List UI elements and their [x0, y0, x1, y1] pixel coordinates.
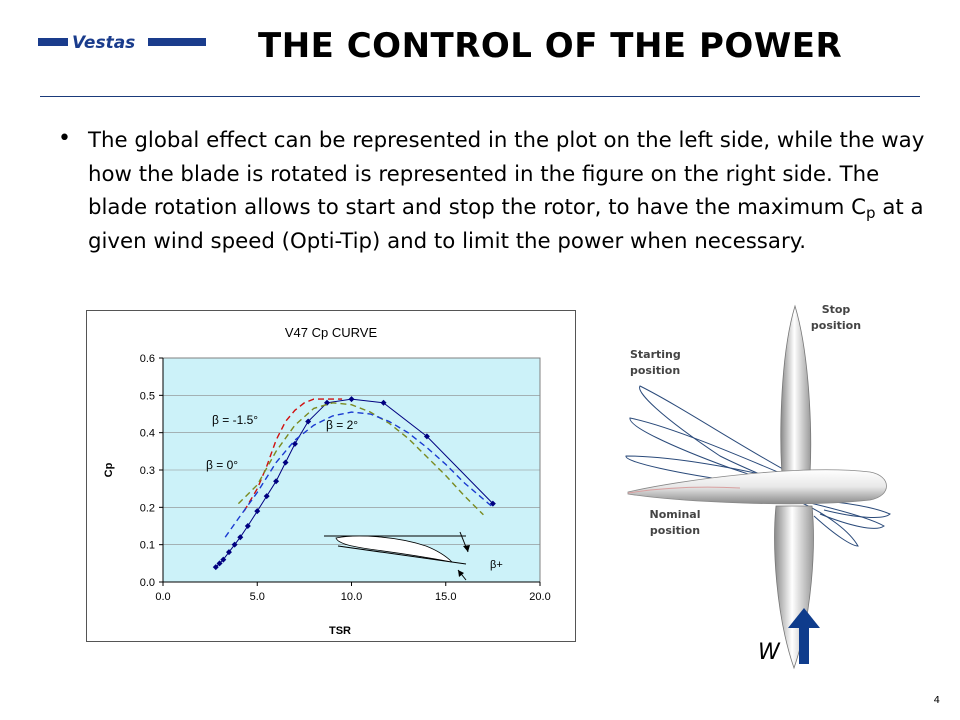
y-tick-label: 0.5	[140, 390, 155, 402]
data-point	[380, 399, 387, 406]
data-point	[231, 541, 238, 548]
annotation-beta-2: β = 2°	[326, 418, 358, 432]
data-point	[263, 493, 270, 500]
bullet-marker: •	[58, 126, 71, 151]
data-point	[273, 478, 280, 485]
series-line-2	[237, 402, 484, 516]
vestas-logo: Vestas	[38, 33, 206, 52]
bullet-paragraph: The global effect can be represented in …	[88, 124, 928, 258]
stop-label-2: position	[811, 319, 861, 332]
blade-rotation-figure: Stop position Starting position Nominal …	[625, 303, 891, 670]
y-tick-label: 0.1	[140, 540, 155, 552]
data-point	[244, 523, 251, 529]
nominal-blade	[627, 469, 887, 505]
pitch-inset: β+	[324, 531, 503, 581]
y-tick-label: 0.0	[140, 577, 155, 589]
bullet-text-before: The global effect can be represented in …	[88, 128, 925, 220]
x-tick-label: 0.0	[155, 591, 170, 603]
x-axis-label: TSR	[329, 625, 351, 637]
vertical-blade-top	[780, 304, 812, 497]
nominal-label-2: position	[650, 524, 700, 537]
annotation-beta-0: β = 0°	[206, 458, 238, 472]
page-number: 4	[933, 695, 940, 706]
logo-wordmark: Vestas	[72, 33, 135, 52]
y-tick-label: 0.2	[140, 502, 155, 514]
starting-label-2: position	[630, 364, 680, 377]
series-line-1	[243, 398, 343, 512]
data-point	[237, 534, 244, 541]
data-point	[254, 508, 261, 515]
data-point	[225, 549, 232, 556]
data-point	[305, 418, 312, 425]
cp-curve-chart: V47 Cp CURVE 0.0 0.1 0.2 0.3 0.4 0.5 0.6 0.0 5.0…	[103, 325, 551, 637]
stop-label-1: Stop	[822, 303, 851, 316]
annotation-beta-minus-1-5: β = -1.5°	[212, 413, 258, 427]
series-line-3	[224, 411, 494, 538]
data-point	[291, 440, 298, 447]
bullet-text-after: at a given wind speed (Opti-Tip) and to …	[88, 195, 924, 254]
y-tick-label: 0.6	[140, 353, 155, 365]
chart-title: V47 Cp CURVE	[285, 325, 378, 340]
inset-airfoil	[335, 535, 454, 563]
bullet-subscript: p	[866, 204, 876, 222]
title-divider	[40, 96, 920, 97]
starting-label-1: Starting	[630, 348, 681, 361]
wind-label: W	[758, 640, 781, 665]
y-tick-label: 0.3	[140, 465, 155, 477]
x-tick-label: 20.0	[529, 591, 550, 603]
data-point	[220, 556, 227, 563]
y-axis-label: Cp	[103, 462, 115, 477]
x-tick-label: 15.0	[435, 591, 456, 603]
page-title: THE CONTROL OF THE POWER	[258, 26, 843, 66]
swept-blade-outlines	[625, 385, 891, 547]
beta-plus-label: β+	[490, 559, 503, 571]
data-point	[423, 433, 430, 440]
x-tick-label: 10.0	[341, 591, 362, 603]
data-point	[212, 564, 219, 571]
nominal-label-1: Nominal	[649, 508, 700, 521]
y-tick-label: 0.4	[140, 428, 155, 440]
x-tick-label: 5.0	[250, 591, 265, 603]
wind-arrow	[788, 608, 820, 664]
data-point	[282, 459, 289, 466]
data-point	[348, 396, 355, 403]
